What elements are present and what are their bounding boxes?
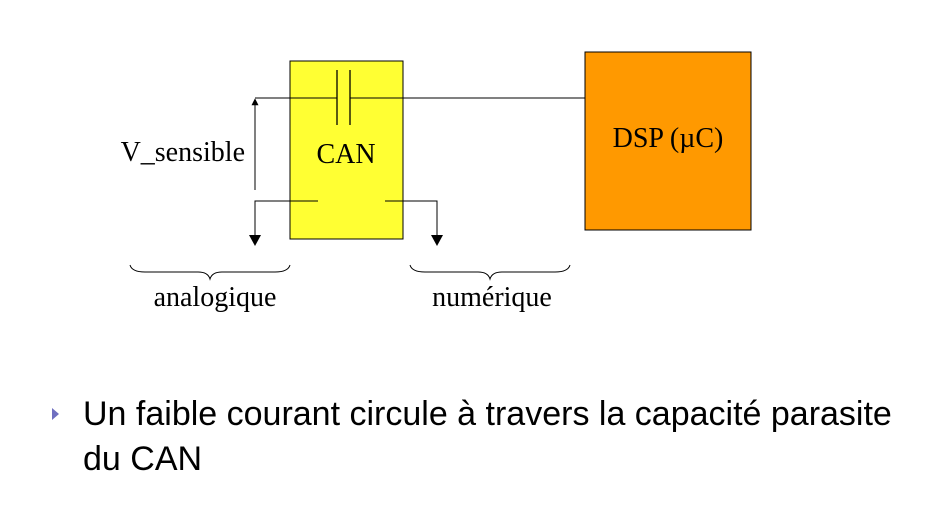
digital-label: numérique: [432, 282, 552, 313]
bullet-triangle-icon: [52, 408, 59, 420]
ground-wire-right: [385, 200, 438, 238]
bullet-item: Un faible courant circule à travers la c…: [52, 392, 912, 482]
brace-digital: [409, 264, 571, 281]
brace-analog: [129, 264, 291, 281]
ground-wire-left: [254, 200, 318, 238]
dsp-label: DSP (µC): [613, 123, 724, 154]
bullet-text: Un faible courant circule à travers la c…: [83, 395, 892, 478]
dsp-block: [584, 51, 752, 231]
can-label: CAN: [316, 139, 375, 170]
can-block: [289, 60, 404, 240]
v-sensible-label: V_sensible: [121, 137, 245, 168]
analog-label: analogique: [154, 282, 277, 313]
ground-arrow-right: [431, 235, 443, 246]
ground-arrow-left: [249, 235, 261, 246]
